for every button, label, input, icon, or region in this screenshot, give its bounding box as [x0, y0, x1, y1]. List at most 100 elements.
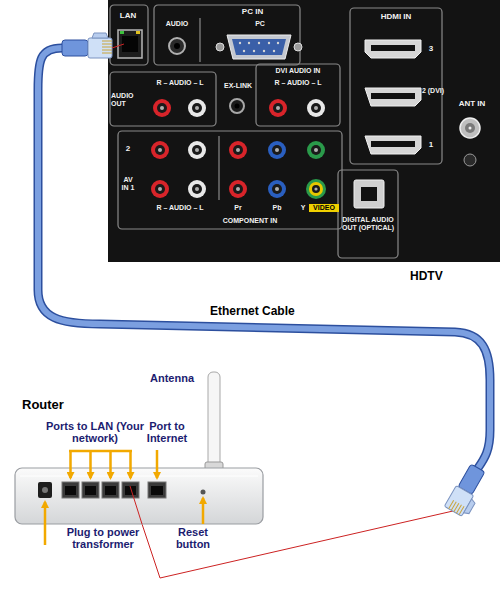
- rca-hole: [192, 145, 202, 155]
- ethernet-cable: [38, 48, 490, 578]
- section-label: COMPONENT IN: [200, 217, 300, 225]
- callout-arrow: [44, 502, 47, 545]
- ground-terminal: [464, 154, 476, 166]
- rca-hole: [272, 184, 282, 194]
- contact: [449, 500, 454, 509]
- reset-button: [201, 490, 206, 495]
- callout-arrow: [69, 451, 72, 478]
- contact: [102, 53, 112, 54]
- device-title: HDTV: [410, 270, 490, 283]
- rca-jacks: [151, 99, 326, 199]
- rca-jack-white: [188, 141, 206, 159]
- rca-pin: [314, 148, 318, 152]
- rca-hole: [311, 145, 321, 155]
- callout-label: Antenna: [150, 372, 210, 384]
- pin: [243, 50, 245, 52]
- rca-jack-white: [188, 180, 206, 198]
- rca-hole: [311, 103, 321, 113]
- optical-port: [354, 180, 384, 208]
- rca-jack-red: [151, 141, 169, 159]
- rca-jack-red: [153, 99, 171, 117]
- coax-connector: [460, 118, 480, 138]
- leader-line: [112, 44, 124, 48]
- rca-hole: [272, 145, 282, 155]
- section-divider: [218, 136, 219, 200]
- rca-pin: [160, 106, 164, 110]
- hdmi-port: [365, 40, 421, 58]
- router-port: [102, 482, 119, 498]
- rca-pin: [275, 148, 279, 152]
- rca-hole: [155, 184, 165, 194]
- port-label: PC: [245, 20, 275, 28]
- channel-label: R – AUDIO – L: [258, 79, 338, 87]
- hdmi-socket: [371, 93, 415, 99]
- vga-screw: [294, 43, 302, 51]
- lan-port: [118, 30, 142, 58]
- plug-latch: [464, 499, 476, 515]
- port-number: 1: [424, 141, 438, 150]
- callout-label: Port to Internet: [138, 420, 196, 445]
- port-label: ANT IN: [448, 100, 496, 109]
- pin: [248, 42, 250, 44]
- plug-latch: [92, 33, 108, 38]
- rca-pin: [275, 187, 279, 191]
- port-number: 2 (DVI): [421, 87, 445, 95]
- rca-pin: [314, 106, 318, 110]
- section-label: AV IN 1: [120, 176, 136, 192]
- hdmi-socket: [371, 45, 415, 51]
- hdmi-port: [365, 136, 421, 154]
- callout-arrow: [129, 451, 132, 478]
- lan-led: [120, 31, 124, 34]
- signal-label: Pb: [267, 204, 287, 212]
- rca-hole: [192, 184, 202, 194]
- callout-arrow: [202, 498, 205, 524]
- port-label: LAN: [112, 12, 144, 21]
- audio-jack-hole: [174, 43, 180, 49]
- pc-in-section: [154, 5, 300, 65]
- rca-pin: [195, 187, 199, 191]
- rca-hole: [155, 145, 165, 155]
- rca-pin: [195, 106, 199, 110]
- rca-jack-white: [307, 99, 325, 117]
- av-component-section: [118, 131, 342, 229]
- rca-pin: [314, 187, 317, 190]
- pin: [273, 50, 275, 52]
- internet-port: [148, 482, 166, 498]
- contact: [102, 41, 112, 42]
- contact: [102, 50, 112, 51]
- lan-led: [136, 31, 140, 34]
- rca-hole: [192, 103, 202, 113]
- section-label: DVI AUDIO IN: [258, 67, 338, 75]
- rca-jack-red: [229, 141, 247, 159]
- callout-label: Reset button: [166, 526, 220, 551]
- vga-screw: [216, 43, 224, 51]
- dvi-audio-section: [256, 64, 340, 126]
- section-divider: [199, 18, 200, 62]
- port-socket: [151, 486, 163, 495]
- router-port: [82, 482, 99, 498]
- rca-pin: [158, 148, 162, 152]
- panel-sections: [110, 5, 442, 258]
- channel-label: R – AUDIO – L: [140, 204, 220, 212]
- hdmi-section: [350, 8, 442, 164]
- rca-jack-red: [229, 180, 247, 198]
- plug-head: [88, 38, 112, 58]
- rj45-plug: [62, 33, 112, 58]
- pin: [268, 42, 270, 44]
- pin: [258, 42, 260, 44]
- cable-outline: [38, 48, 490, 468]
- hdmi-ports: [365, 40, 421, 154]
- rca-jack-red: [269, 99, 287, 117]
- jack-hole: [235, 104, 240, 109]
- rca-jack-blue: [268, 141, 286, 159]
- coax-inner: [465, 123, 475, 133]
- rca-jack-green: [307, 141, 325, 159]
- callout-label: Plug to power transformer: [48, 526, 158, 551]
- plug-contacts: [449, 500, 464, 515]
- signal-label: VIDEO: [309, 204, 339, 212]
- optical-section: [338, 170, 398, 258]
- power-jack: [38, 482, 52, 498]
- audio-jack: [169, 38, 185, 54]
